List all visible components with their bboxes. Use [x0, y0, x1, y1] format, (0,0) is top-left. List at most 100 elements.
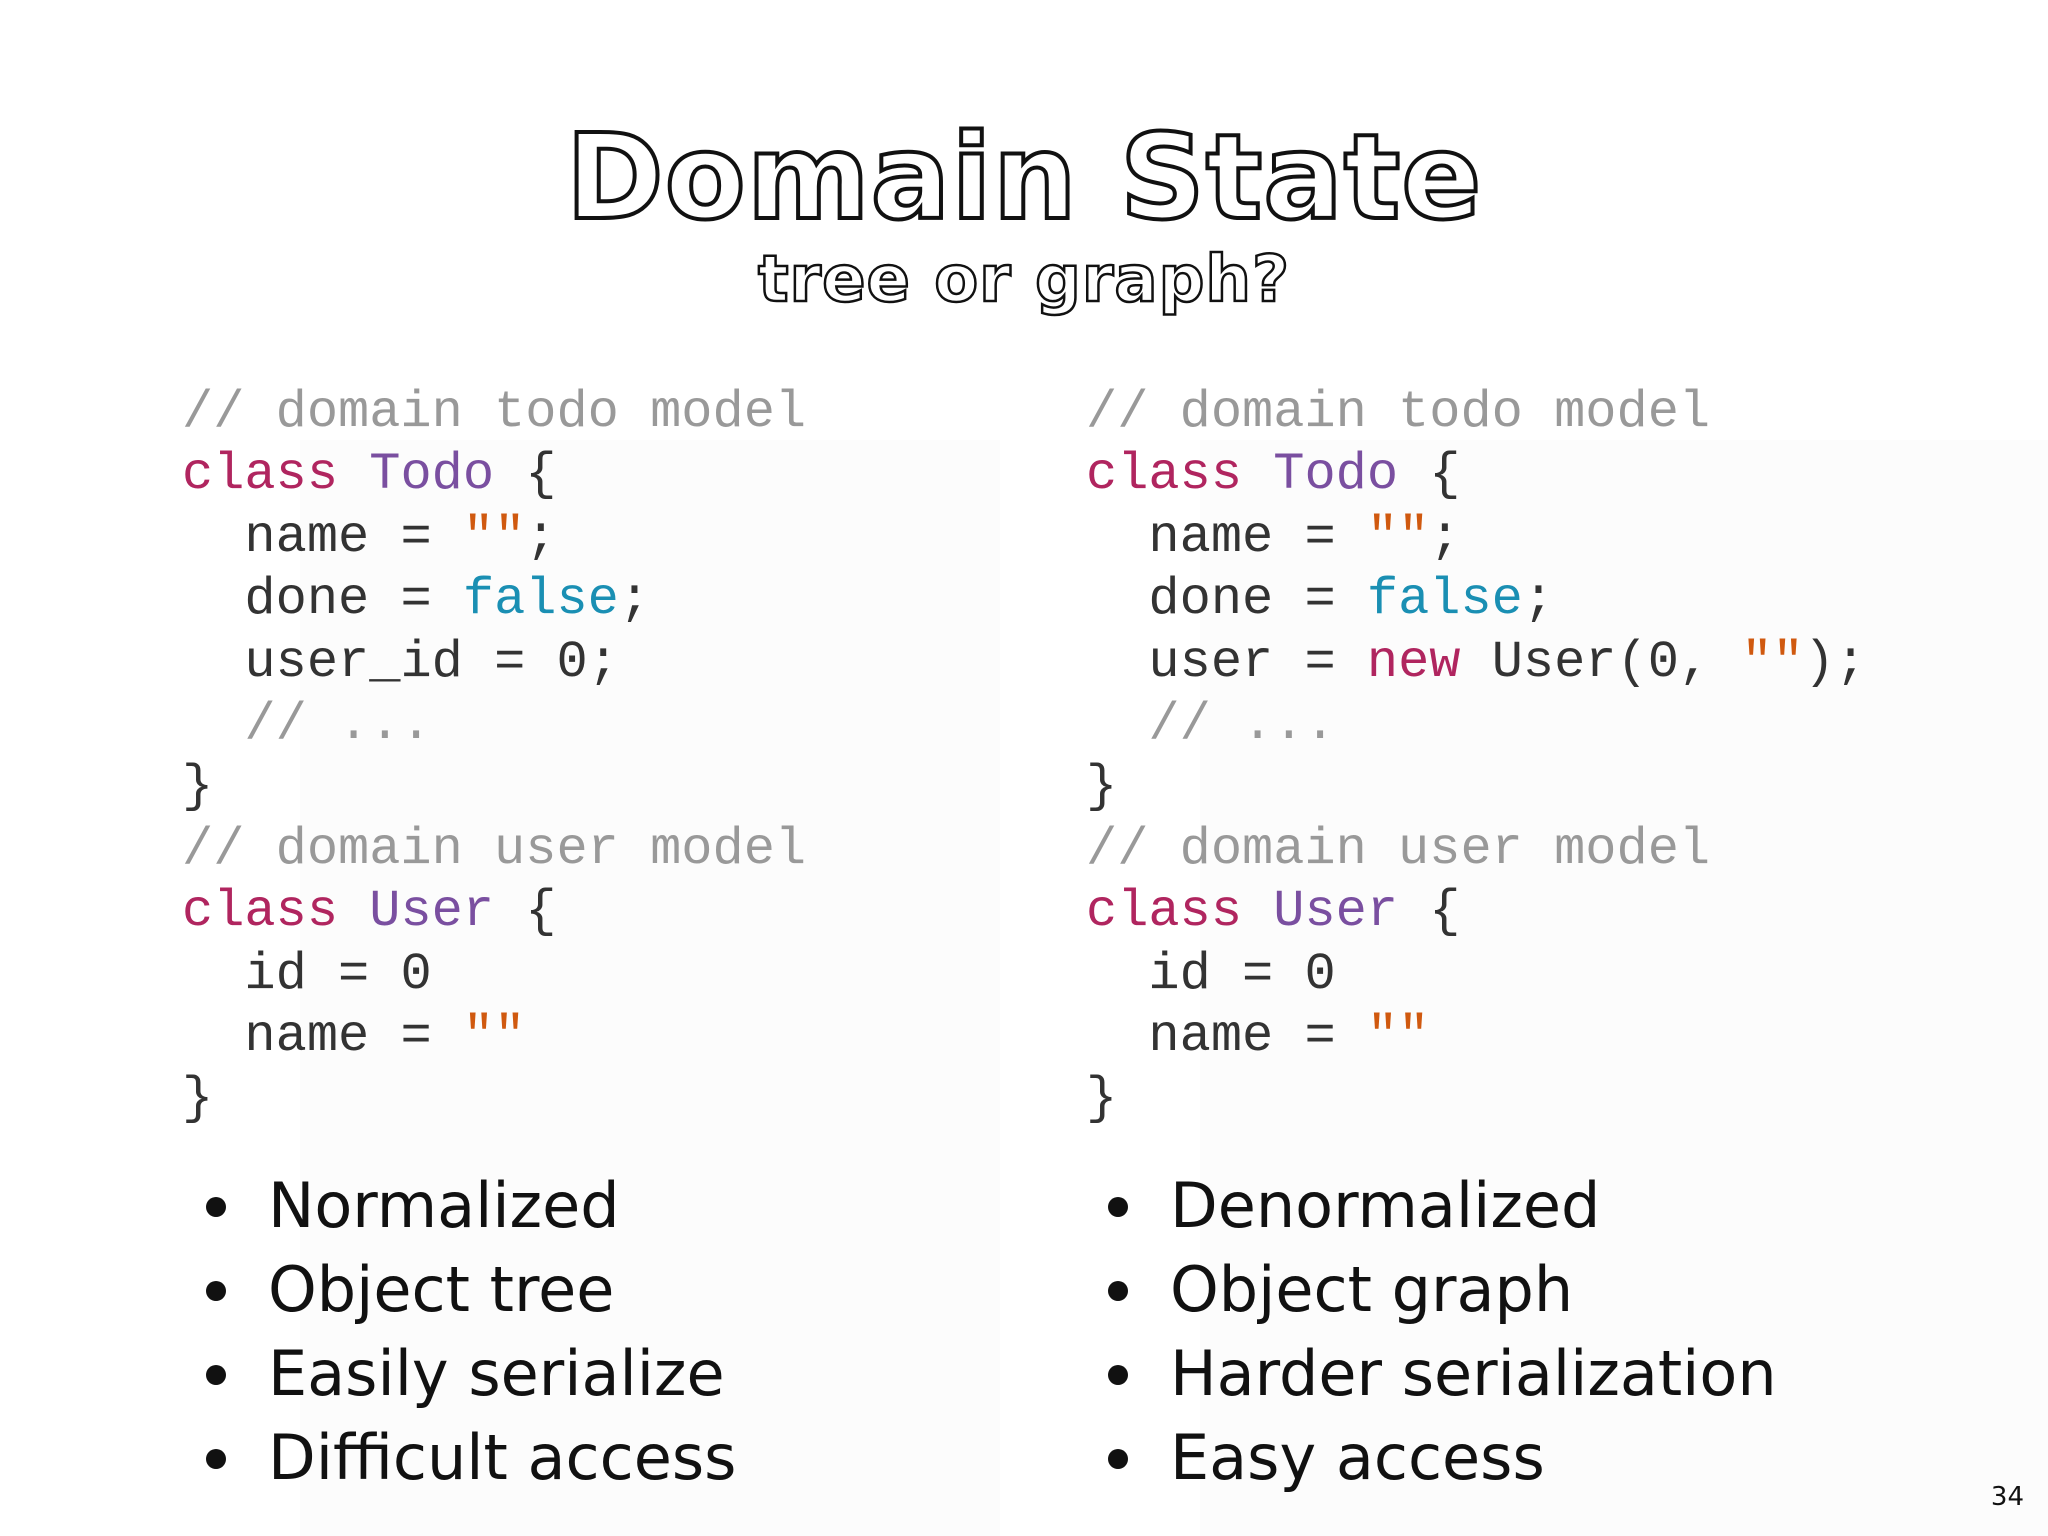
code-text: ;	[1522, 570, 1555, 630]
slide-title: Domain State	[564, 108, 1484, 246]
code-line: // domain user model	[1086, 819, 1866, 881]
bullet-item: Easy access	[1108, 1416, 1777, 1500]
code-text: name =	[1148, 507, 1367, 567]
code-line: }	[182, 756, 806, 818]
bullet-list-left: Normalized Object tree Easily serialize …	[206, 1164, 736, 1500]
code-comment: // ...	[244, 694, 432, 754]
bullet-dot-icon	[1108, 1449, 1128, 1469]
code-line: class Todo {	[1086, 444, 1866, 506]
code-line: done = false;	[182, 569, 806, 631]
bullet-text: Difficult access	[268, 1421, 737, 1494]
bullet-text: Easily serialize	[268, 1337, 725, 1410]
code-boolean: false	[1366, 570, 1523, 630]
code-line: // domain user model	[182, 819, 806, 881]
code-text: user =	[1148, 632, 1367, 692]
code-boolean: false	[462, 570, 619, 630]
code-comment: // ...	[1148, 694, 1336, 754]
code-text: ;	[1429, 507, 1461, 567]
code-line: class User {	[182, 881, 806, 943]
code-line: id = 0	[182, 944, 806, 1006]
code-brace: }	[182, 757, 214, 817]
code-keyword: class	[182, 882, 339, 942]
bullet-text: Denormalized	[1170, 1169, 1601, 1242]
bullet-text: Easy access	[1170, 1421, 1545, 1494]
bullet-item: Harder serialization	[1108, 1332, 1777, 1416]
code-background-left	[300, 440, 1000, 1536]
code-string: ""	[1366, 1006, 1430, 1066]
code-string: ""	[1366, 507, 1430, 567]
code-brace: {	[525, 882, 557, 942]
bullet-dot-icon	[206, 1365, 226, 1385]
bullet-dot-icon	[206, 1449, 226, 1469]
code-brace: {	[1429, 445, 1461, 505]
bullet-dot-icon	[206, 1197, 226, 1217]
code-text: id = 0	[244, 944, 432, 1004]
code-text: done =	[1148, 570, 1367, 630]
bullet-item: Denormalized	[1108, 1164, 1777, 1248]
bullet-item: Object tree	[206, 1248, 736, 1332]
code-text: User(0,	[1460, 632, 1742, 692]
code-text: ;	[618, 570, 651, 630]
code-line: // ...	[182, 694, 806, 756]
code-text: done =	[244, 570, 463, 630]
code-line: // domain todo model	[1086, 382, 1866, 444]
code-background-right	[1200, 440, 2048, 1536]
code-brace: {	[1429, 882, 1461, 942]
code-line: // domain todo model	[182, 382, 806, 444]
code-brace: }	[1086, 1069, 1118, 1129]
code-class-name: User	[369, 882, 495, 942]
bullet-item: Difficult access	[206, 1416, 736, 1500]
code-text: name =	[244, 507, 463, 567]
code-brace: }	[1086, 757, 1118, 817]
code-text: ;	[525, 507, 557, 567]
code-line: }	[1086, 1068, 1866, 1130]
code-line: name = "";	[1086, 507, 1866, 569]
code-keyword: new	[1366, 632, 1461, 692]
code-line: class Todo {	[182, 444, 806, 506]
bullet-text: Normalized	[268, 1169, 620, 1242]
code-text: name =	[1148, 1006, 1367, 1066]
code-string: ""	[1741, 632, 1804, 692]
code-class-name: Todo	[1273, 445, 1399, 505]
code-text: name =	[244, 1006, 463, 1066]
code-line: id = 0	[1086, 944, 1866, 1006]
code-line: }	[182, 1068, 806, 1130]
page-number: 34	[1990, 1482, 2024, 1512]
bullet-list-right: Denormalized Object graph Harder seriali…	[1108, 1164, 1777, 1500]
code-keyword: class	[1086, 882, 1243, 942]
code-brace: }	[182, 1069, 214, 1129]
code-class-name: User	[1273, 882, 1399, 942]
code-keyword: class	[1086, 445, 1243, 505]
code-line: name = "";	[182, 507, 806, 569]
code-line: user = new User(0, "");	[1086, 632, 1866, 694]
code-line: name = ""	[1086, 1006, 1866, 1068]
code-comment: // domain user model	[182, 819, 807, 879]
bullet-item: Easily serialize	[206, 1332, 736, 1416]
code-line: class User {	[1086, 881, 1866, 943]
code-line: name = ""	[182, 1006, 806, 1068]
bullet-text: Harder serialization	[1170, 1337, 1777, 1410]
bullet-item: Normalized	[206, 1164, 736, 1248]
code-class-name: Todo	[369, 445, 495, 505]
code-text: id = 0	[1148, 944, 1336, 1004]
bullet-dot-icon	[206, 1281, 226, 1301]
bullet-dot-icon	[1108, 1197, 1128, 1217]
bullet-text: Object tree	[268, 1253, 615, 1326]
bullet-item: Object graph	[1108, 1248, 1777, 1332]
code-line: user_id = 0;	[182, 632, 806, 694]
bullet-dot-icon	[1108, 1281, 1128, 1301]
slide-subtitle: tree or graph?	[757, 242, 1291, 319]
code-comment: // domain todo model	[182, 383, 807, 442]
code-brace: {	[525, 445, 557, 505]
code-comment: // domain todo model	[1086, 383, 1711, 442]
code-text: user_id = 0;	[244, 632, 619, 692]
bullet-dot-icon	[1108, 1365, 1128, 1385]
code-line: // ...	[1086, 694, 1866, 756]
code-string: ""	[462, 1006, 526, 1066]
code-line: done = false;	[1086, 569, 1866, 631]
bullet-text: Object graph	[1170, 1253, 1574, 1326]
code-string: ""	[462, 507, 526, 567]
